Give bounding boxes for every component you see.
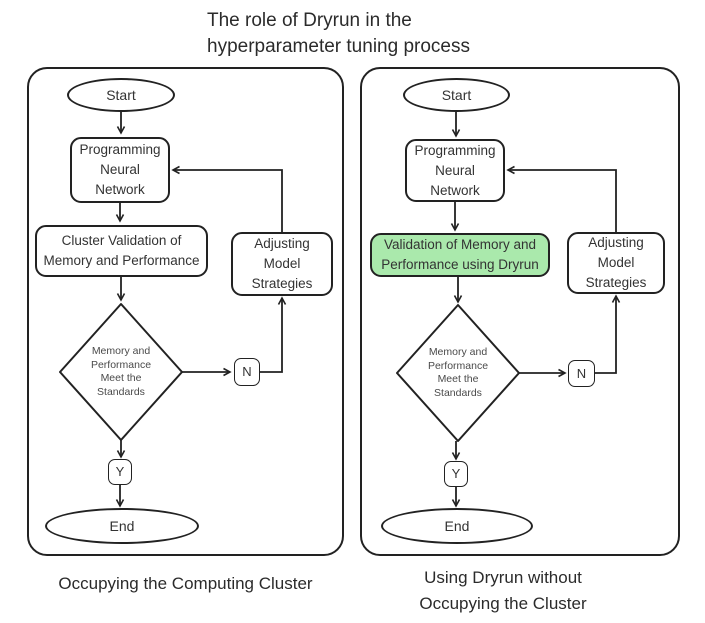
adjusting-node: Adjusting Model Strategies (567, 232, 665, 294)
arrow-no-to-adjusting (595, 294, 621, 374)
start-node: Start (403, 78, 510, 112)
flow-arrows-right (396, 112, 621, 508)
arrow-adjusting-to-programming (506, 165, 617, 232)
no-branch-node: N (568, 360, 595, 387)
arrow-no-to-adjusting (260, 296, 287, 373)
programming-node: Programming Neural Network (70, 137, 170, 203)
arrow-adjusting-to-programming (171, 165, 283, 232)
yes-branch-node: Y (108, 459, 132, 485)
panel-using-dryrun: Start Programming Neural Network Validat… (360, 67, 680, 556)
programming-node: Programming Neural Network (405, 139, 505, 202)
adjusting-node: Adjusting Model Strategies (231, 232, 333, 296)
diagram-title: The role of Dryrun in the hyperparameter… (207, 10, 470, 57)
end-node: End (381, 508, 533, 544)
yes-branch-node: Y (444, 461, 468, 487)
validation-node: Cluster Validation of Memory and Perform… (35, 225, 208, 277)
caption-right: Using Dryrun without Occupying the Clust… (419, 568, 587, 613)
panel-occupying-cluster: Start Programming Neural Network Cluster… (27, 67, 344, 556)
decision-node-label: Memory and Performance Meet the Standard… (90, 345, 152, 398)
validation-dryrun-node: Validation of Memory and Performance usi… (370, 233, 550, 277)
start-node: Start (67, 78, 175, 112)
caption-left: Occupying the Computing Cluster (58, 574, 313, 593)
no-branch-node: N (234, 358, 260, 386)
decision-node-label: Memory and Performance Meet the Standard… (427, 346, 489, 399)
decision-diamond-shape (396, 304, 520, 442)
end-node: End (45, 508, 199, 544)
flow-arrows-left (59, 112, 287, 508)
